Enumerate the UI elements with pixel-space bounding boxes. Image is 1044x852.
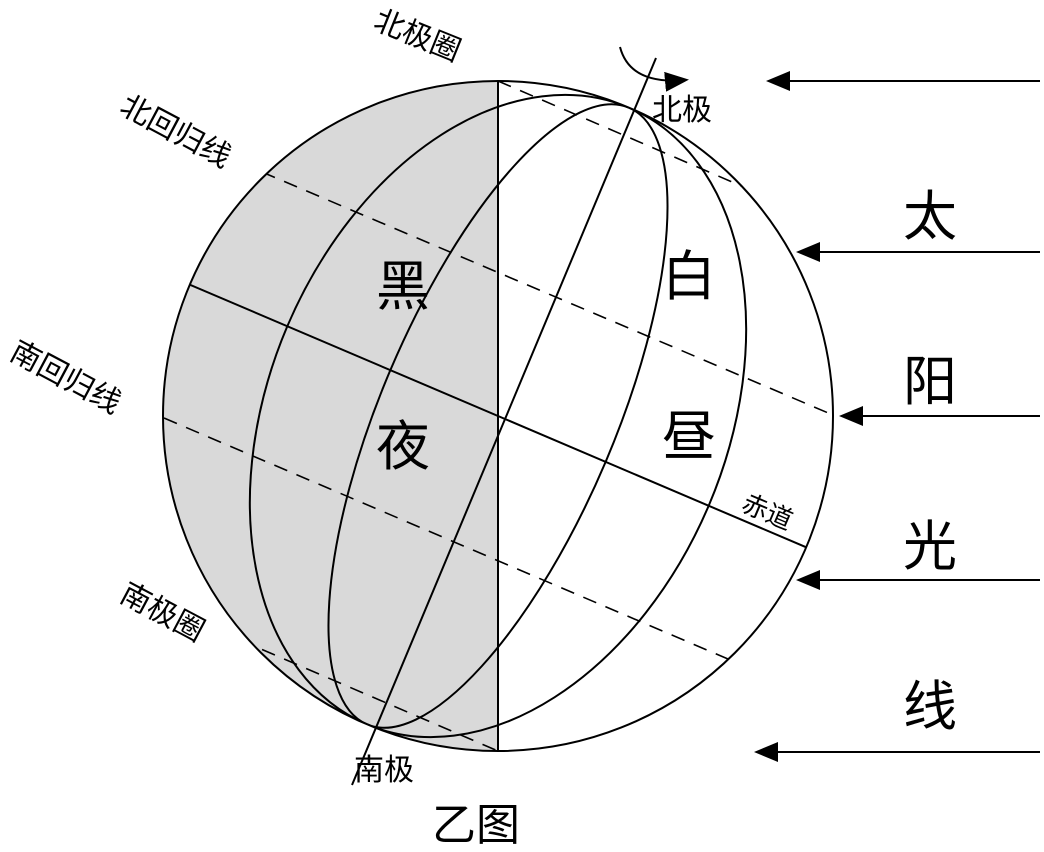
label-day-2: 昼	[662, 405, 716, 468]
label-day-1: 白	[662, 245, 716, 308]
label-antarctic-circle: 南极圈	[114, 576, 210, 649]
label-south-pole: 南极	[354, 753, 414, 788]
label-night-2: 夜	[376, 415, 430, 478]
tropic-capricorn-line	[163, 417, 736, 663]
rotation-arrow-icon	[619, 46, 689, 92]
tropic-cancer-line	[261, 171, 833, 419]
figure-title: 乙图	[432, 800, 520, 851]
label-north-pole: 北极	[652, 93, 712, 128]
label-night-1: 黑	[376, 255, 430, 318]
night-hemisphere	[163, 81, 498, 751]
label-sunlight-3: 光	[903, 515, 957, 578]
equator-line	[163, 271, 833, 561]
label-sunlight-2: 阳	[903, 350, 957, 413]
label-sunlight-4: 线	[903, 675, 957, 738]
label-sunlight-1: 太	[903, 185, 957, 248]
label-arctic-circle: 北极圈	[369, 3, 466, 69]
label-tropic-capricorn: 南回归线	[4, 334, 126, 421]
earth-axis	[351, 57, 657, 786]
label-tropic-cancer: 北回归线	[114, 88, 236, 175]
